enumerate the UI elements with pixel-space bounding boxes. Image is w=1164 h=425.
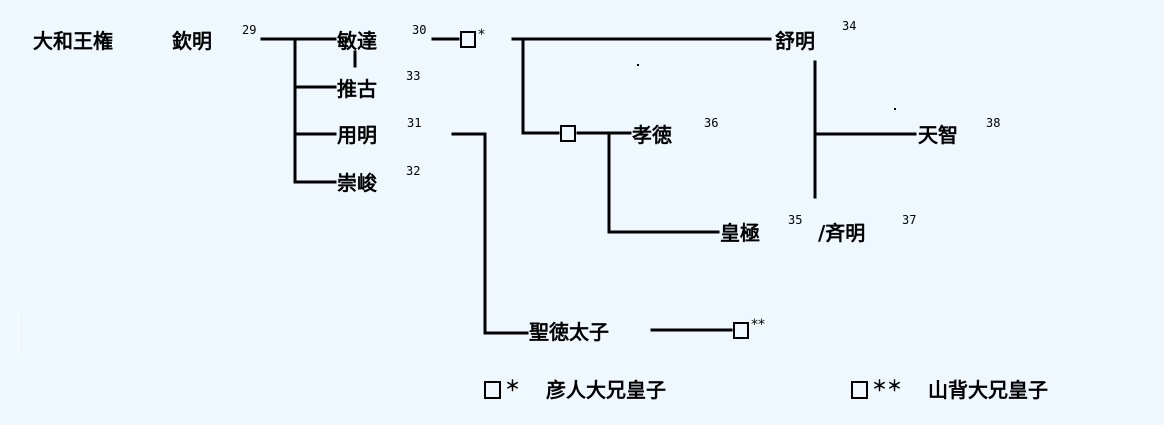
person-sushun: 崇峻 xyxy=(337,171,377,195)
reign-num-saimei: 37 xyxy=(902,213,917,227)
hikohito-box xyxy=(460,31,476,48)
reign-num-kinmei: 29 xyxy=(242,23,257,37)
reign-num-kotoku: 36 xyxy=(704,116,719,130)
person-kogyoku: 皇極 xyxy=(720,221,760,245)
person-tenji: 天智 xyxy=(918,123,958,147)
legend-item-hikohito: ＊ 彦人大兄皇子 xyxy=(484,374,666,402)
decorative-dot xyxy=(637,64,639,66)
legend-item-yamashiro: ＊＊ 山背大兄皇子 xyxy=(851,374,1048,402)
legend-box-icon xyxy=(484,381,501,399)
yamashiro-mark: ** xyxy=(751,317,765,333)
reign-num-kogyoku: 35 xyxy=(788,213,803,227)
person-kinmei: 欽明 xyxy=(172,29,212,53)
hikohito-mark: * xyxy=(478,27,485,43)
yamashiro-box xyxy=(733,322,749,339)
person-bidatsu: 敏達 xyxy=(337,29,377,53)
legend-name: 山背大兄皇子 xyxy=(928,378,1049,402)
reign-num-bidatsu: 30 xyxy=(412,23,427,37)
legend-mark: ＊＊ xyxy=(872,377,903,395)
decorative-dot xyxy=(894,108,896,110)
reign-num-sushun: 32 xyxy=(406,164,421,178)
person-saimei: /斉明 xyxy=(818,221,866,245)
page-title: 大和王権 xyxy=(33,29,113,53)
reign-num-tenji: 38 xyxy=(986,116,1001,130)
person-yomei: 用明 xyxy=(337,123,377,147)
person-shotoku: 聖徳太子 xyxy=(529,320,609,344)
person-jomei: 舒明 xyxy=(775,29,815,53)
reign-num-jomei: 34 xyxy=(842,19,857,33)
legend-name: 彦人大兄皇子 xyxy=(546,378,667,402)
legend-mark: ＊ xyxy=(505,377,521,395)
reign-num-suiko: 33 xyxy=(406,69,421,83)
chinu-box xyxy=(560,125,576,142)
person-kotoku: 孝徳 xyxy=(632,123,672,147)
legend-box-icon xyxy=(851,381,868,399)
reign-num-yomei: 31 xyxy=(407,116,422,130)
person-suiko: 推古 xyxy=(337,77,377,101)
